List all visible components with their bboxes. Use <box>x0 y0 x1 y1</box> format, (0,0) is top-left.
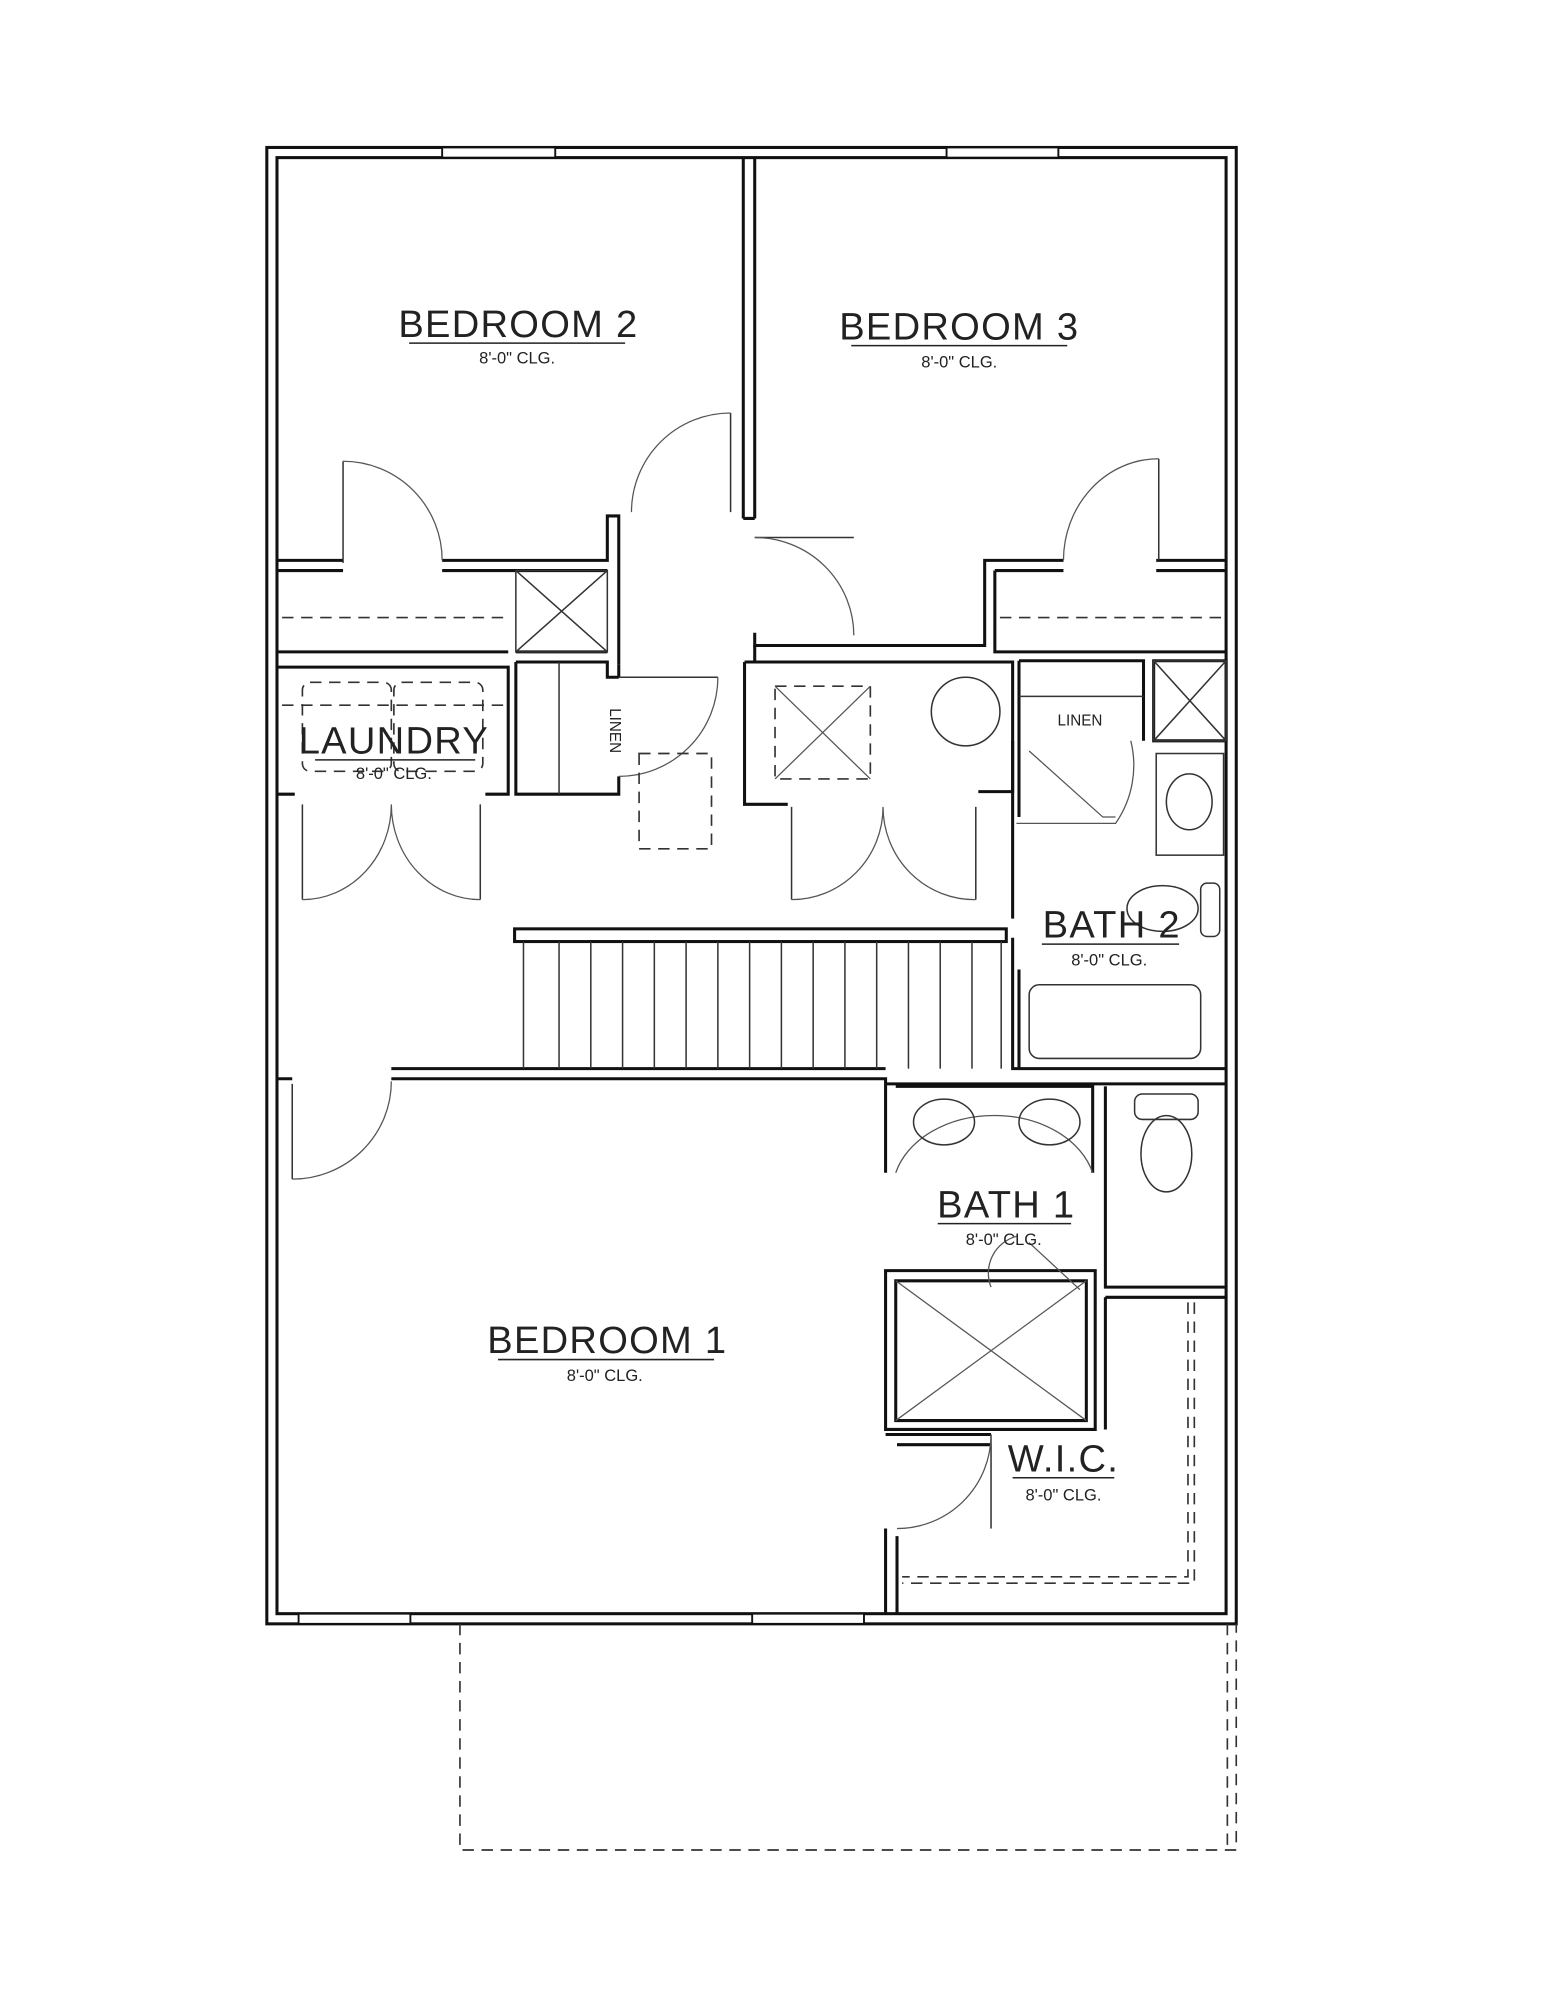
ceiling-height: 8'-0" CLG. <box>567 1367 643 1385</box>
room-name: BEDROOM 2 <box>398 304 638 346</box>
porch-outline <box>459 1623 1238 1851</box>
room-name: BATH 2 <box>1043 905 1181 947</box>
fixtures <box>515 569 1227 1422</box>
staircase <box>513 927 1008 1069</box>
room-name: BEDROOM 3 <box>839 306 1079 348</box>
room-name: W.I.C. <box>1008 1438 1119 1480</box>
linen-closet-label: LINEN <box>606 708 623 753</box>
room-label-laundry: LAUNDRY 8'-0" CLG. <box>299 721 489 783</box>
closet-shelves <box>282 616 1223 1585</box>
room-name: LAUNDRY <box>299 721 489 763</box>
doors <box>291 412 1160 1530</box>
ceiling-height: 8'-0" CLG. <box>966 1231 1042 1249</box>
linen-closet-label: LINEN <box>1058 713 1103 730</box>
room-label-bath-1: BATH 1 8'-0" CLG. <box>937 1184 1075 1249</box>
room-label-bath-2: BATH 2 8'-0" CLG. <box>1041 905 1181 970</box>
exterior-walls <box>265 145 1238 1626</box>
ceiling-height: 8'-0" CLG. <box>921 353 997 371</box>
ceiling-height: 8'-0" CLG. <box>356 765 432 783</box>
room-label-bedroom-2: BEDROOM 2 8'-0" CLG. <box>398 304 638 368</box>
ceiling-height: 8'-0" CLG. <box>1071 952 1147 970</box>
ceiling-height: 8'-0" CLG. <box>479 349 555 367</box>
interior-walls <box>276 157 1228 1614</box>
room-name: BATH 1 <box>937 1184 1075 1226</box>
room-label-wic: W.I.C. 8'-0" CLG. <box>1008 1438 1119 1505</box>
room-label-bedroom-3: BEDROOM 3 8'-0" CLG. <box>839 306 1079 371</box>
room-label-bedroom-1: BEDROOM 1 8'-0" CLG. <box>487 1320 727 1385</box>
ceiling-height: 8'-0" CLG. <box>1025 1487 1101 1505</box>
room-name: BEDROOM 1 <box>487 1320 727 1362</box>
windows <box>297 146 1060 1625</box>
